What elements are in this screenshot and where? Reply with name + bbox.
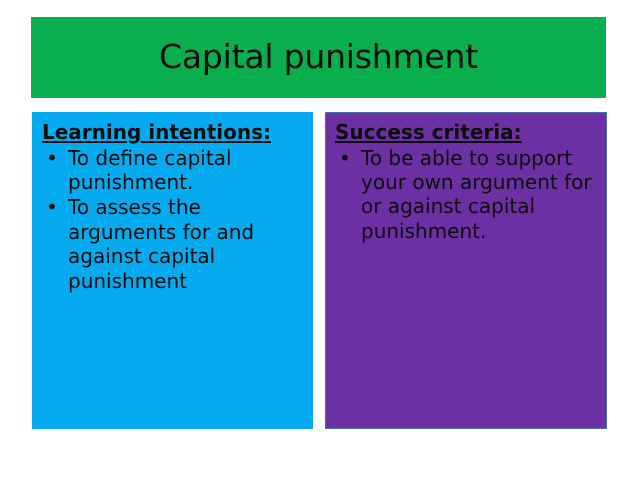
learning-intentions-list: • To define capital punishment. • To ass… (40, 146, 303, 293)
learning-intentions-box: Learning intentions: • To define capital… (32, 112, 313, 429)
success-criteria-heading: Success criteria: (335, 120, 522, 144)
page-title: Capital punishment (159, 37, 478, 77)
bullet-icon: • (339, 145, 351, 170)
success-criteria-box: Success criteria: • To be able to suppor… (325, 112, 607, 429)
bullet-icon: • (46, 195, 58, 220)
title-banner: Capital punishment (31, 17, 606, 98)
list-item: • To define capital punishment. (43, 146, 303, 195)
list-item-text: To assess the arguments for and against … (68, 195, 255, 293)
learning-intentions-heading: Learning intentions: (42, 120, 272, 144)
list-item: • To be able to support your own argumen… (336, 146, 597, 244)
bullet-icon: • (46, 145, 58, 170)
list-item: • To assess the arguments for and agains… (43, 195, 303, 293)
success-criteria-list: • To be able to support your own argumen… (333, 146, 597, 244)
list-item-text: To be able to support your own argument … (361, 145, 592, 243)
list-item-text: To define capital punishment. (68, 145, 232, 194)
